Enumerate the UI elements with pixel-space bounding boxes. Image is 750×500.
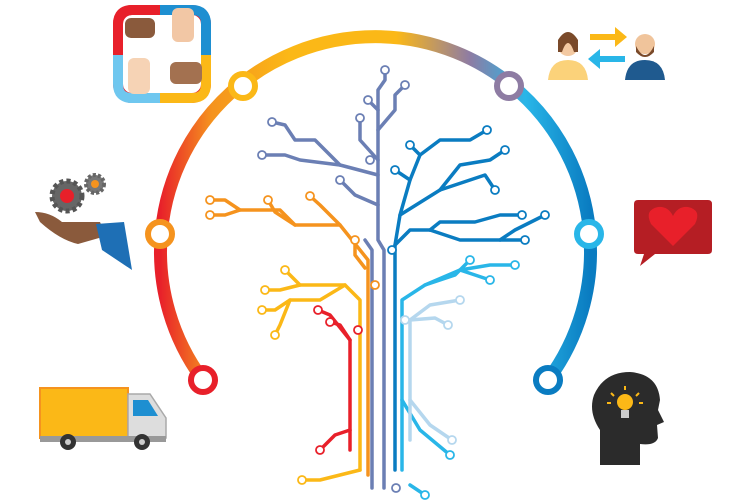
tree-branches-blue (393, 128, 547, 472)
arc-node-red (188, 365, 218, 395)
gradient-arc (154, 30, 597, 387)
head-lightbulb-icon (592, 372, 664, 465)
arc-node-yellow (228, 71, 258, 101)
delivery-truck-icon (39, 387, 167, 450)
tree-branches-pale-blue (408, 298, 462, 442)
circuit-tree (205, 65, 550, 500)
arc-node-orange (145, 219, 175, 249)
tree-branches-red (316, 308, 352, 452)
tree-end-nodes (205, 65, 550, 500)
arc-node-light-blue (574, 219, 604, 249)
tree-branches-slate (260, 68, 407, 490)
tree-branches-yellow (260, 268, 362, 482)
tree-branches-light-blue (400, 258, 517, 497)
gears-in-hand-icon (35, 173, 132, 270)
arc-nodes (145, 71, 604, 395)
arc-node-purple (494, 71, 524, 101)
heart-speech-bubble-icon (634, 200, 712, 266)
tree-branches-orange (208, 194, 370, 477)
teamwork-hands-icon (113, 5, 211, 103)
people-exchange-icon (548, 27, 665, 80)
arc-node-blue (533, 365, 563, 395)
